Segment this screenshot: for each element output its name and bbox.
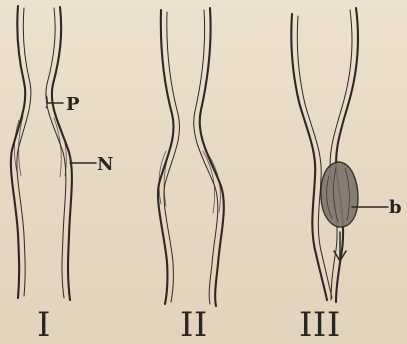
numeral-iii: III: [299, 305, 341, 344]
label-b: b: [389, 197, 402, 218]
numeral-i: I: [37, 305, 51, 344]
panel-one-right-inner-wall: [46, 8, 66, 298]
panel-one: P N I: [11, 6, 114, 344]
label-p: P: [66, 94, 80, 115]
panel-three: b III: [291, 8, 401, 344]
label-n: N: [97, 154, 113, 175]
panel-two-left-outer-wall: [158, 10, 174, 304]
panel-three-left-outer-wall: [291, 14, 327, 300]
panel-two: II: [158, 8, 224, 344]
numeral-ii: II: [180, 305, 208, 344]
